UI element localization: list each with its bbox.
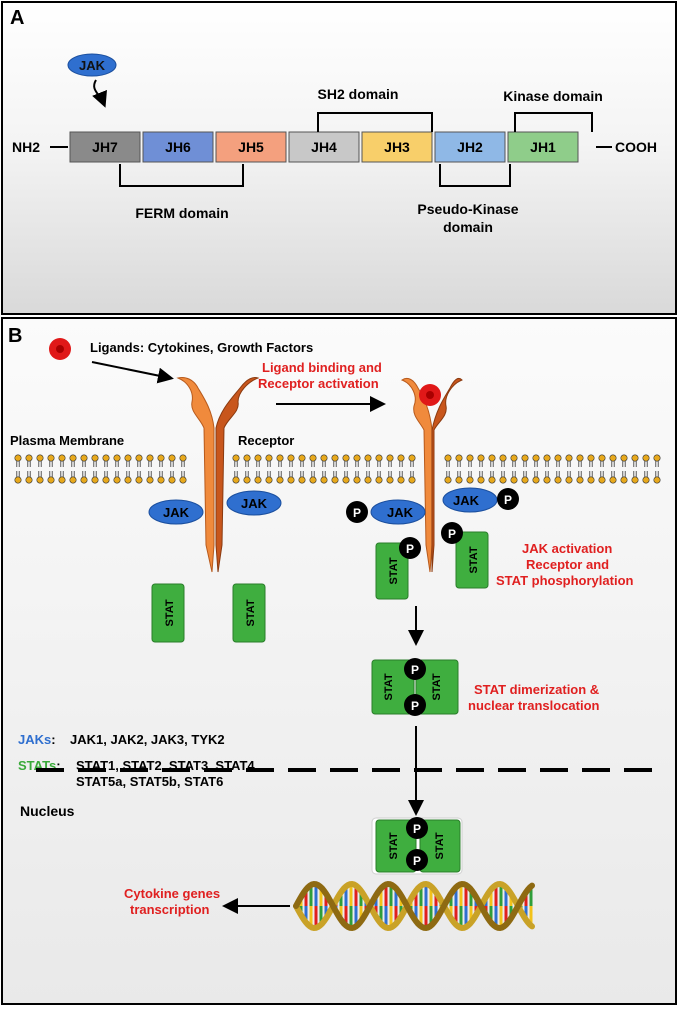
domain-label-jh2: JH2 [457, 139, 483, 155]
phospho-right-group: P P [346, 488, 519, 523]
stat-free-1 [151, 583, 185, 643]
svg-text:P: P [413, 822, 421, 836]
domain-box-jh3 [361, 131, 433, 163]
pseudo-label-2: domain [443, 219, 493, 235]
jak-top-label: JAK [79, 58, 106, 73]
svg-text:P: P [448, 527, 456, 541]
panel-b-frame [1, 317, 677, 1005]
svg-text:STAT: STAT [434, 832, 446, 859]
svg-text:P: P [353, 506, 361, 520]
jak-right-2 [442, 487, 498, 513]
domain-label-jh4: JH4 [311, 139, 337, 155]
receptor-inactive [176, 377, 260, 573]
stats-line-2: STAT5a, STAT5b, STAT6 [76, 774, 223, 789]
receptor-active [400, 377, 463, 573]
svg-text:P: P [411, 663, 419, 677]
domain-box-jh2 [434, 131, 506, 163]
jaks-list: JAK1, JAK2, JAK3, TYK2 [70, 732, 225, 747]
stat-phos-2-label: STAT [468, 546, 480, 573]
svg-text:P: P [406, 542, 414, 556]
domain-box-jh6 [142, 131, 214, 163]
stat-phos-1 [375, 542, 409, 600]
cooh-label: COOH [615, 139, 657, 155]
jak-left-1-label: JAK [163, 505, 190, 520]
sh2-label: SH2 domain [318, 86, 399, 102]
stat-phos-2 [455, 531, 489, 589]
svg-text:STAT: STAT [388, 832, 400, 859]
receptor-label: Receptor [238, 433, 294, 448]
jak-left-2 [226, 490, 282, 516]
jaks-key: JAKs [18, 732, 51, 747]
jak-left-2-label: JAK [241, 496, 268, 511]
panel-b-letter: B [8, 325, 22, 347]
sh2-bracket [317, 112, 433, 132]
phospho-stat-group: P P [399, 522, 463, 559]
dimerization-2: nuclear translocation [468, 698, 600, 713]
domain-label-jh3: JH3 [384, 139, 410, 155]
ligand-binding-1: Ligand binding and [262, 360, 382, 375]
jak-activation-2: Receptor and [526, 557, 609, 572]
stat-phos-1-label: STAT [388, 557, 400, 584]
jak-ellipse-top [67, 53, 117, 77]
domain-box-jh5 [215, 131, 287, 163]
nucleus-label: Nucleus [20, 803, 75, 819]
svg-text:STAT: STAT [431, 673, 443, 700]
svg-text:P: P [413, 854, 421, 868]
stat-dimer-cytoplasm: STAT STAT P P [371, 658, 459, 716]
ligand-binding-2: Receptor activation [258, 376, 379, 391]
ferm-label: FERM domain [135, 205, 228, 221]
stat-dimer-nucleus: STAT STAT P P [371, 817, 463, 875]
svg-text:P: P [411, 699, 419, 713]
svg-text:P: P [504, 493, 512, 507]
domain-boxes: JH7 JH6 JH5 JH4 JH3 JH2 JH1 [69, 131, 579, 163]
stat-free-1-label: STAT [164, 599, 176, 626]
cytokine-genes-1: Cytokine genes [124, 886, 220, 901]
pseudo-label-1: Pseudo-Kinase [417, 201, 518, 217]
ligands-label: Ligands: Cytokines, Growth Factors [90, 340, 313, 355]
kinase-bracket [514, 112, 593, 132]
jak-right-2-label: JAK [453, 493, 480, 508]
domain-label-jh1: JH1 [530, 139, 556, 155]
jak-right-1 [370, 499, 426, 525]
kinase-label: Kinase domain [503, 88, 603, 104]
pseudo-bracket [439, 164, 511, 187]
stat-free-2 [232, 583, 266, 643]
nh2-label: NH2 [12, 139, 40, 155]
plasma-membrane-label: Plasma Membrane [10, 433, 124, 448]
domain-box-jh4 [288, 131, 360, 163]
dimerization-1: STAT dimerization & [474, 682, 599, 697]
cytokine-genes-2: transcription [130, 902, 210, 917]
domain-box-jh1 [507, 131, 579, 163]
jak-arrow [92, 79, 107, 108]
domain-box-jh7 [69, 131, 141, 163]
ligand-arrow [91, 361, 174, 384]
jak-activation-3: STAT phosphorylation [496, 573, 634, 588]
jak-right-1-label: JAK [387, 505, 414, 520]
stat-free-2-label: STAT [245, 599, 257, 626]
jak-activation-1: JAK activation [522, 541, 612, 556]
domain-label-jh5: JH5 [238, 139, 264, 155]
dna-helix [293, 880, 535, 932]
domain-label-jh7: JH7 [92, 139, 118, 155]
panel-a-letter: A [10, 7, 24, 29]
ferm-bracket [119, 164, 244, 187]
svg-text:STAT: STAT [383, 673, 395, 700]
jak-left-1 [148, 499, 204, 525]
domain-label-jh6: JH6 [165, 139, 191, 155]
jaks-key-line: JAKs: [18, 732, 56, 747]
